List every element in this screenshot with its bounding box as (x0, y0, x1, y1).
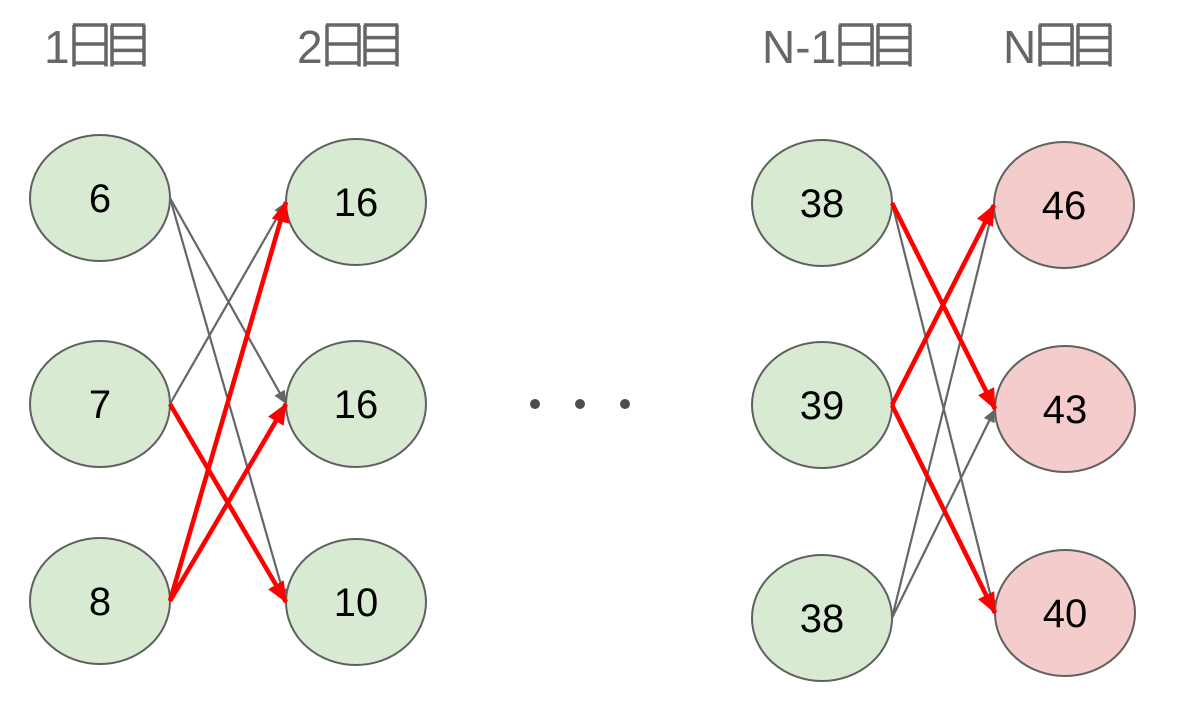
edge-c1-3-to-c2-1 (167, 201, 290, 602)
column-label-text: 1 (44, 21, 70, 73)
column-label-day-1: 1 (44, 21, 146, 73)
node-c4-2: 43 (994, 345, 1136, 473)
node-c2-2: 16 (285, 340, 427, 468)
node-value: 8 (89, 580, 111, 624)
node-value: 43 (1043, 388, 1088, 432)
node-value: 16 (334, 383, 379, 427)
node-c1-3: 8 (29, 537, 171, 665)
cjk-char-day (325, 23, 361, 67)
node-value: 16 (334, 181, 379, 225)
node-value: 38 (800, 182, 845, 226)
ellipsis-dot (575, 399, 585, 409)
column-label-day-2: 2 (297, 21, 399, 73)
column-label-day-n: N (1003, 21, 1112, 73)
nodes-layer: 6 7 8 16 16 10 38 39 (29, 134, 1136, 682)
ellipsis-separator (530, 399, 630, 409)
column-labels: 1 2 N-1 N (44, 21, 1112, 73)
node-c1-1: 6 (29, 134, 171, 262)
edge-c1-2-to-c2-1 (169, 201, 287, 405)
node-value: 10 (334, 581, 379, 625)
cjk-char-me (1076, 23, 1112, 67)
node-value: 39 (800, 384, 845, 428)
node-c2-3: 10 (285, 538, 427, 666)
node-c3-3: 38 (751, 554, 893, 682)
cjk-char-day (72, 23, 108, 67)
column-label-text: 2 (297, 21, 323, 73)
edge-c3-2-to-c4-1 (889, 203, 997, 407)
cjk-char-me (110, 23, 146, 67)
edge-c1-3-to-c2-2 (168, 402, 288, 603)
node-c2-1: 16 (285, 138, 427, 266)
node-value: 38 (800, 597, 845, 641)
node-c4-3: 40 (994, 549, 1136, 677)
node-c4-1: 46 (993, 141, 1135, 269)
node-value: 7 (89, 383, 111, 427)
column-label-text: N-1 (762, 21, 836, 73)
column-label-text: N (1003, 21, 1036, 73)
node-c3-2: 39 (751, 341, 893, 469)
cjk-char-day (1038, 23, 1074, 67)
ellipsis-dot (530, 399, 540, 409)
node-value: 46 (1042, 184, 1087, 228)
node-value: 6 (89, 177, 111, 221)
node-c3-1: 38 (751, 139, 893, 267)
edge-c3-2-to-c4-3 (889, 403, 998, 615)
node-c1-2: 7 (29, 340, 171, 468)
node-value: 40 (1043, 592, 1088, 636)
edge-c3-3-to-c4-1 (890, 204, 997, 619)
column-label-day-n-1: N-1 (762, 21, 912, 73)
edges-layer (167, 197, 998, 619)
ellipsis-dot (620, 399, 630, 409)
cjk-char-me (363, 23, 399, 67)
cjk-char-day (838, 23, 874, 67)
cjk-char-me (876, 23, 912, 67)
